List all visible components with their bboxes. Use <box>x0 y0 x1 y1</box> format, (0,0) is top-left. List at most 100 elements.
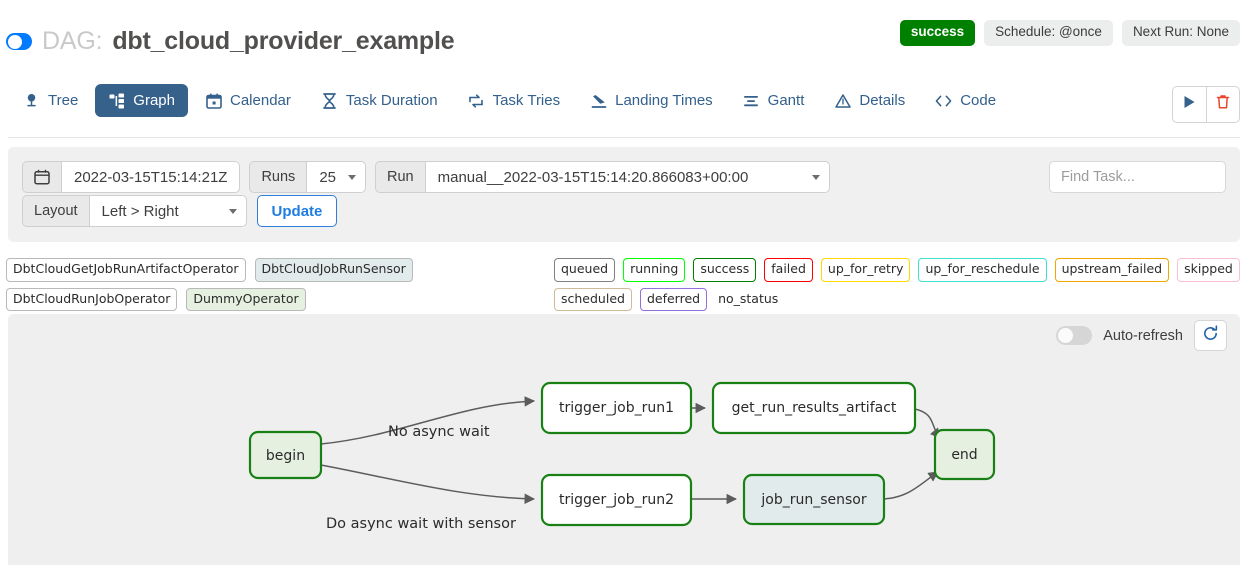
edge-label-do-async-wait: Do async wait with sensor <box>326 516 516 532</box>
refresh-button[interactable] <box>1194 320 1227 351</box>
legend-state-success[interactable]: success <box>693 258 757 282</box>
toolbar-row-bottom: Layout Left > Right Update <box>22 195 338 227</box>
dag-action-buttons <box>1172 86 1240 123</box>
legend-state-deferred[interactable]: deferred <box>639 287 708 311</box>
update-button[interactable]: Update <box>256 195 338 227</box>
run-group: Run manual__2022-03-15T15:14:20.866083+0… <box>375 161 830 193</box>
run-label: Run <box>375 161 426 193</box>
tab-calendar[interactable]: Calendar <box>192 84 304 117</box>
legend-operator-chip[interactable]: DbtCloudJobRunSensor <box>254 258 413 282</box>
tab-label: Graph <box>133 92 175 109</box>
operator-legend: DbtCloudGetJobRunArtifactOperator DbtClo… <box>6 258 546 311</box>
legend-state-up-for-retry[interactable]: up_for_retry <box>820 258 911 282</box>
auto-refresh-controls: Auto-refresh <box>1056 320 1227 351</box>
node-label: trigger_job_run1 <box>559 400 674 416</box>
find-task-input[interactable]: Find Task... <box>1049 161 1226 193</box>
graph-canvas-panel: Auto-refresh <box>8 314 1240 565</box>
run-select-value: manual__2022-03-15T15:14:20.866083+00:00 <box>437 168 749 186</box>
graph-node-end[interactable]: end <box>933 428 996 481</box>
tab-task-duration[interactable]: Task Duration <box>308 84 451 117</box>
graph-icon <box>108 92 125 109</box>
run-select[interactable]: manual__2022-03-15T15:14:20.866083+00:00 <box>425 161 830 193</box>
legend-state-failed[interactable]: failed <box>764 258 813 282</box>
legend-state-running[interactable]: running <box>623 258 686 282</box>
graph-node-begin[interactable]: begin <box>248 430 323 480</box>
tab-graph[interactable]: Graph <box>95 84 188 117</box>
tab-task-tries[interactable]: Task Tries <box>455 84 574 117</box>
state-legend: queued running success failed up_for_ret… <box>554 258 1248 311</box>
tab-label: Details <box>859 92 906 109</box>
runs-group: Runs 25 <box>249 161 366 193</box>
legend-state-upstream-failed[interactable]: upstream_failed <box>1054 258 1170 282</box>
calendar-icon[interactable] <box>22 161 62 193</box>
chevron-down-icon <box>228 208 237 214</box>
runs-select[interactable]: 25 <box>307 161 366 193</box>
legend-operator-chip[interactable]: DbtCloudGetJobRunArtifactOperator <box>6 258 246 282</box>
tab-label: Task Tries <box>492 92 561 109</box>
legend-operator-chip[interactable]: DummyOperator <box>186 287 306 311</box>
edge-sensor-to-end <box>883 471 939 500</box>
layout-select[interactable]: Left > Right <box>89 195 247 227</box>
node-label: job_run_sensor <box>760 492 866 508</box>
tab-label: Calendar <box>230 92 291 109</box>
code-icon <box>935 92 952 109</box>
runs-select-value: 25 <box>319 168 336 186</box>
calendar-icon <box>205 92 222 109</box>
legend-state-up-for-reschedule[interactable]: up_for_reschedule <box>918 258 1047 282</box>
tab-gantt[interactable]: Gantt <box>730 84 818 117</box>
trash-icon <box>1216 94 1230 115</box>
tab-label: Code <box>960 92 997 109</box>
tab-tree[interactable]: Tree <box>10 84 91 117</box>
execution-date-group: 2022-03-15T15:14:21Z <box>22 161 241 193</box>
legend-state-scheduled[interactable]: scheduled <box>554 287 632 311</box>
play-icon <box>1183 95 1196 114</box>
auto-refresh-toggle[interactable] <box>1056 326 1093 345</box>
refresh-icon <box>1202 324 1219 347</box>
dag-name-label: dbt_cloud_provider_example <box>112 27 455 55</box>
edge-begin-to-trigger1 <box>320 396 536 445</box>
graph-node-get-run-results-artifact[interactable]: get_run_results_artifact <box>711 381 917 435</box>
legend-state-queued[interactable]: queued <box>554 258 616 282</box>
dag-paused-toggle-icon[interactable] <box>6 33 32 50</box>
gantt-icon <box>743 92 760 109</box>
execution-date-input[interactable]: 2022-03-15T15:14:21Z <box>62 161 241 193</box>
header-divider <box>8 137 1240 138</box>
legend-state-skipped[interactable]: skipped <box>1177 258 1240 282</box>
header-badges: success Schedule: @once Next Run: None <box>899 20 1240 46</box>
next-run-badge[interactable]: Next Run: None <box>1121 20 1240 46</box>
tab-details[interactable]: Details <box>821 84 918 117</box>
tab-label: Gantt <box>767 92 805 109</box>
legend-state-no-status[interactable]: no_status <box>718 290 779 306</box>
node-label: end <box>951 447 977 463</box>
page-title: DAG: dbt_cloud_provider_example <box>6 27 455 56</box>
node-label: begin <box>266 448 305 464</box>
view-tabbar: Tree Graph Calendar Task Duration <box>0 84 1248 128</box>
edge-begin-to-trigger2 <box>320 464 536 504</box>
dag-graph[interactable]: No async wait Do async wait with sensor … <box>8 314 1240 565</box>
delete-dag-button[interactable] <box>1206 87 1239 122</box>
landing-icon <box>590 92 607 109</box>
graph-edge-labels: No async wait Do async wait with sensor <box>326 424 516 532</box>
node-label: get_run_results_artifact <box>732 400 897 416</box>
tab-label: Tree <box>48 92 79 109</box>
graph-node-trigger-job-run2[interactable]: trigger_job_run2 <box>540 473 693 527</box>
tree-icon <box>23 92 40 109</box>
dag-run-toolbar: 2022-03-15T15:14:21Z Runs 25 Run manual_… <box>8 147 1240 242</box>
dag-prefix-label: DAG: <box>42 27 103 55</box>
graph-node-trigger-job-run1[interactable]: trigger_job_run1 <box>540 381 693 435</box>
retry-icon <box>468 92 485 109</box>
layout-group: Layout Left > Right <box>22 195 247 227</box>
trigger-dag-button[interactable] <box>1173 87 1206 122</box>
tab-code[interactable]: Code <box>922 84 1009 117</box>
legend-operator-chip[interactable]: DbtCloudRunJobOperator <box>6 287 178 311</box>
edge-label-no-async-wait: No async wait <box>388 424 490 440</box>
tab-landing-times[interactable]: Landing Times <box>577 84 726 117</box>
layout-select-value: Left > Right <box>101 202 179 220</box>
graph-node-job-run-sensor[interactable]: job_run_sensor <box>742 473 886 526</box>
auto-refresh-label: Auto-refresh <box>1103 327 1183 344</box>
graph-legend: DbtCloudGetJobRunArtifactOperator DbtClo… <box>6 258 1244 311</box>
layout-label: Layout <box>22 195 90 227</box>
page-header: DAG: dbt_cloud_provider_example success … <box>0 0 1248 68</box>
schedule-badge[interactable]: Schedule: @once <box>984 20 1113 46</box>
